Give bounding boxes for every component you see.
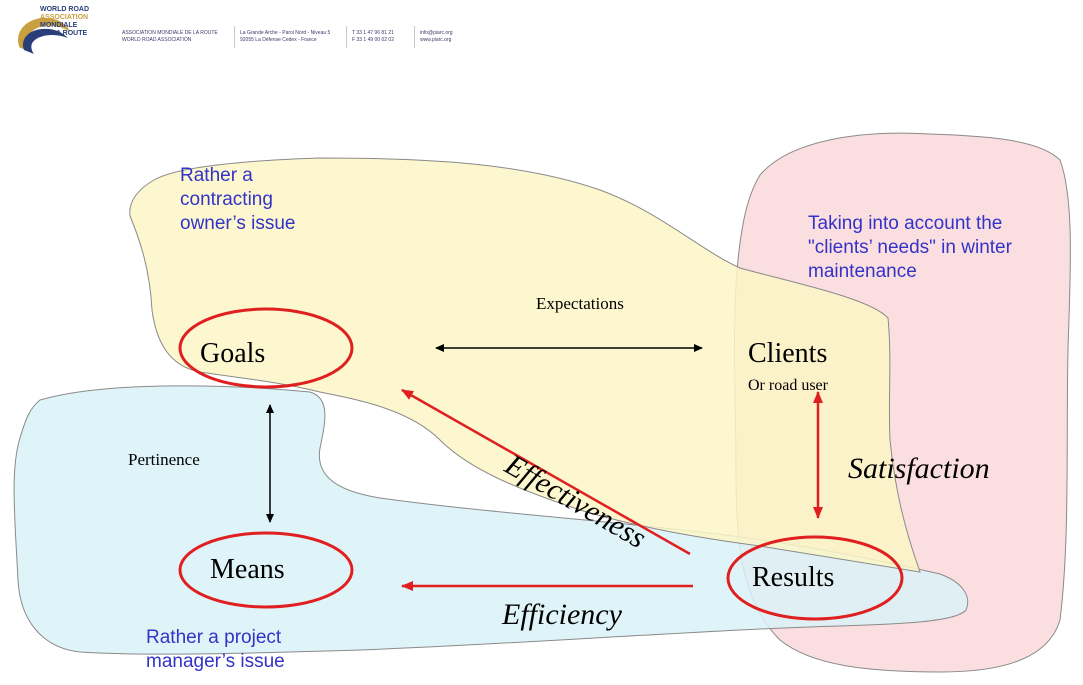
letterhead: WORLD ROAD ASSOCIATION MONDIALE DE LA RO… [0,0,480,70]
owner-issue-note: Rather a contracting owner’s issue [180,165,296,234]
org-name: ASSOCIATION MONDIALE DE LA ROUTE WORLD R… [122,30,218,43]
org-web: info@piarc.org www.piarc.org [420,30,453,43]
means-ellipse [178,531,354,609]
goals-label: Goals [200,338,266,369]
clients-sublabel: Or road user [748,377,828,394]
clients-label: Clients [748,338,828,369]
means-label: Means [210,554,285,585]
org-address: La Grande Arche - Paroi Nord - Niveau 5 … [240,30,331,43]
clients-needs-note: Taking into account the "clients’ needs"… [808,213,1012,282]
pertinence-label: Pertinence [128,450,200,469]
org-phone: T 33 1 47 96 81 21 F 33 1 49 00 02 02 [352,30,394,43]
project-manager-note: Rather a project manager’s issue [146,627,285,672]
results-ellipse [726,535,904,621]
piarc-logo-icon [18,17,70,54]
logo-wordmark: WORLD ROAD ASSOCIATION MONDIALE DE LA RO… [40,6,89,37]
satisfaction-label: Satisfaction [848,452,990,485]
results-label: Results [752,562,835,593]
expectations-label: Expectations [536,294,624,313]
efficiency-label: Efficiency [502,598,622,631]
goals-ellipse [178,307,354,389]
effectiveness-arrow [401,388,691,556]
